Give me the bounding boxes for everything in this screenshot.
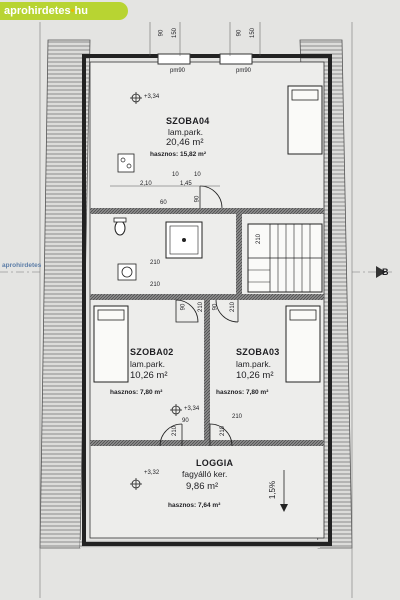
dim-label: 60 (160, 200, 167, 206)
dim-label: pm90 (236, 68, 252, 74)
wall-h-3 (90, 440, 324, 446)
section-marker: B (382, 267, 389, 277)
level-marker-icon (130, 92, 142, 104)
dim-label: pm90 (170, 68, 186, 74)
bed-szoba03 (285, 305, 321, 383)
level-label: +3,32 (144, 470, 160, 476)
room-floor: fagyálló ker. (182, 469, 228, 479)
dim-label: 90 (180, 303, 187, 311)
door-swing-3 (159, 423, 183, 447)
level-label: +3,34 (144, 94, 160, 100)
wall-v-mid (204, 300, 210, 440)
dim-label: 90 (194, 195, 201, 203)
dim-label: 210 (172, 425, 179, 437)
dim-label: 90 (182, 418, 189, 424)
roof-window-left (157, 53, 191, 65)
dim-label: 90 (212, 303, 219, 311)
watermark-badge: aprohirdetes•hu (0, 2, 128, 20)
room-usable: hasznos: 7,80 m² (216, 389, 269, 396)
roof-window-right (219, 53, 253, 65)
side-watermark: aprohirdetes (2, 262, 42, 269)
dim-label: 210 (220, 425, 227, 437)
room-floor: lam.park. (130, 359, 165, 369)
wall-h-1 (90, 208, 324, 214)
room-usable: hasznos: 7,80 m² (110, 389, 163, 396)
room-area: 9,86 m² (186, 481, 219, 492)
room-area: 10,26 m² (130, 370, 168, 381)
dim-label: 210 (198, 301, 205, 313)
door-swing-5 (199, 185, 223, 209)
level-marker-icon (170, 404, 182, 416)
dim-label: 210 (230, 301, 237, 313)
room-usable: hasznos: 15,82 m² (150, 151, 206, 158)
dim-label: 10 (172, 172, 179, 178)
wall-v-bath (236, 214, 242, 294)
room-area: 10,26 m² (236, 370, 274, 381)
bed-szoba04 (287, 85, 323, 155)
room-name: SZOBA03 (236, 347, 280, 357)
bed-szoba02 (93, 305, 129, 383)
dim-label: 210 (150, 282, 161, 288)
wall-h-2 (90, 294, 324, 300)
dim-label: 90 (158, 29, 165, 37)
toilet (114, 220, 126, 236)
room-name: SZOBA02 (130, 347, 174, 357)
dim-label: 210 (150, 260, 161, 266)
room-floor: lam.park. (168, 127, 203, 137)
door-swing-1 (175, 299, 199, 323)
dim-label: 150 (172, 27, 179, 39)
dim-label: 150 (250, 27, 257, 39)
dim-label: 210 (232, 414, 243, 420)
outer-wall (82, 54, 332, 546)
dim-label: 90 (236, 29, 243, 37)
room-name: SZOBA04 (166, 116, 210, 126)
dim-label: 210 (256, 233, 263, 245)
room-usable: hasznos: 7,64 m² (168, 502, 221, 509)
room-area: 20,46 m² (166, 137, 204, 148)
slope-label: 1,5% (268, 480, 278, 500)
room-name: LOGGIA (196, 458, 234, 468)
dim-label: 10 (194, 172, 201, 178)
door-swing-4 (209, 423, 233, 447)
level-label: +3,34 (184, 406, 200, 412)
door-swing-2 (215, 299, 239, 323)
washer (117, 263, 137, 281)
dim-label: 1,45 (180, 181, 192, 187)
dim-label: 2,10 (140, 181, 152, 187)
level-marker-icon (130, 478, 142, 490)
room-floor: lam.park. (236, 359, 271, 369)
